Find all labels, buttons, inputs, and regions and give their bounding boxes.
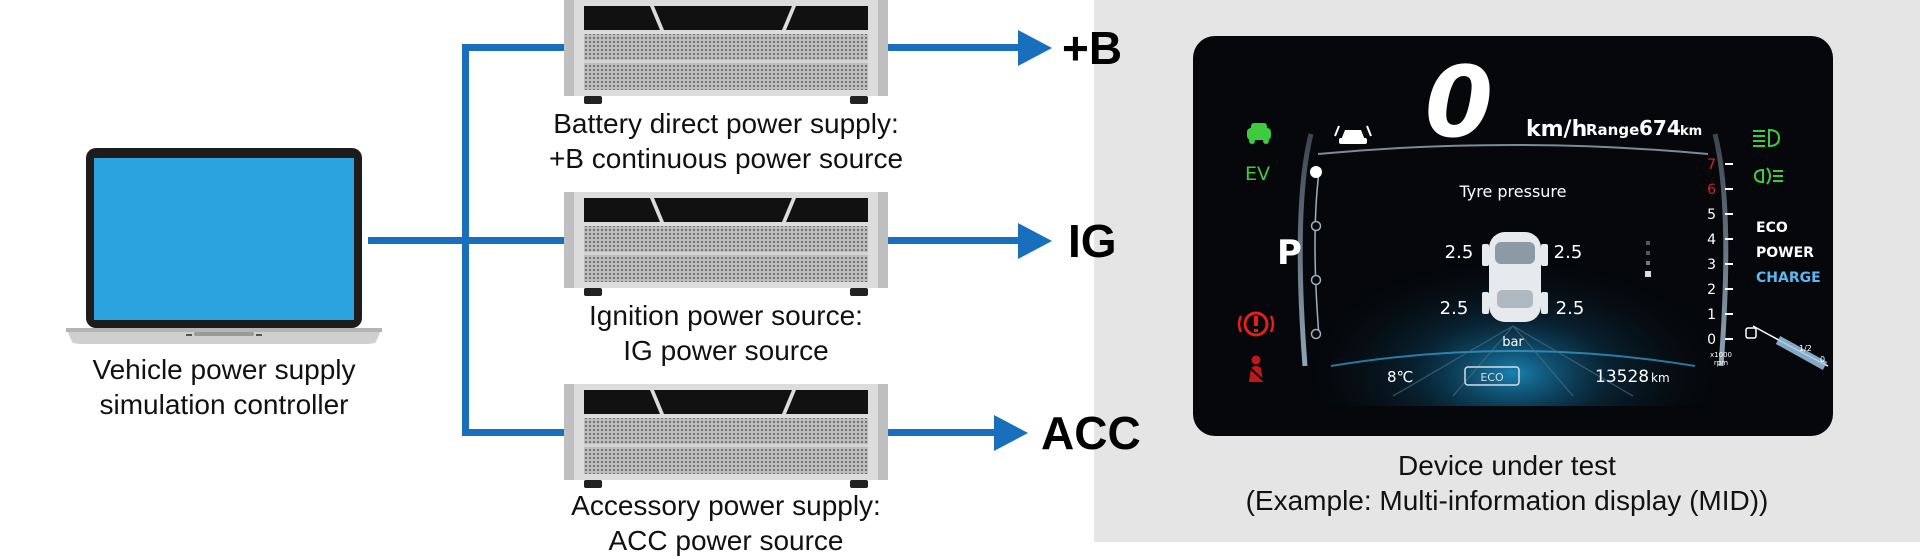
supply-label-acc-line1: Accessory power supply: xyxy=(571,490,881,521)
laptop-icon xyxy=(64,146,384,346)
rpm-tick-0: 0 xyxy=(1707,332,1716,348)
supply-label-b: Battery direct power supply: +B continuo… xyxy=(511,106,941,176)
dut-label: Device under test (Example: Multi-inform… xyxy=(1094,448,1920,518)
supply-label-b-line2: +B continuous power source xyxy=(548,143,904,174)
wire-bus xyxy=(462,44,469,436)
tyre-rl-value: 2.5 xyxy=(1440,298,1469,319)
output-label-acc: ACC xyxy=(1041,407,1141,459)
seatbelt-icon xyxy=(1249,355,1264,382)
wire-branch-b xyxy=(462,44,564,51)
supply-label-ig: Ignition power source: IG power source xyxy=(511,298,941,368)
ev-indicator: EV xyxy=(1245,163,1270,185)
rpm-unit-line1: x1000 xyxy=(1710,351,1732,359)
car-top-view-icon xyxy=(1482,232,1548,322)
speed-unit: km/h xyxy=(1526,117,1587,142)
dut-label-line2: (Example: Multi-information display (MID… xyxy=(1245,485,1769,516)
dut-label-line1: Device under test xyxy=(1398,450,1616,481)
mode-charge: CHARGE xyxy=(1756,270,1821,286)
odometer-unit: km xyxy=(1651,371,1670,385)
controller-label-line1: Vehicle power supply xyxy=(92,354,356,385)
arrow-ig-icon xyxy=(1018,223,1052,259)
rpm-tick-5: 5 xyxy=(1707,207,1716,223)
eco-badge: ECO xyxy=(1480,371,1504,384)
controller-label: Vehicle power supply simulation controll… xyxy=(44,352,404,422)
mode-power: POWER xyxy=(1756,245,1814,261)
arrow-b-icon xyxy=(1018,30,1052,66)
power-supply-unit-ig xyxy=(564,192,888,296)
tyre-fr-value: 2.5 xyxy=(1554,242,1583,263)
fuel-half: 1/2 xyxy=(1799,344,1812,353)
wire-out-ig xyxy=(888,237,1022,244)
headlight-icon xyxy=(1753,128,1781,148)
eco-badge-box xyxy=(1464,366,1520,386)
controller-label-line2: simulation controller xyxy=(99,389,349,420)
supply-label-ig-line2: IG power source xyxy=(623,335,829,366)
supply-label-b-line1: Battery direct power supply: xyxy=(553,108,899,139)
laptop-screen xyxy=(94,158,354,320)
wire-out-acc xyxy=(888,429,998,436)
arrow-acc-icon xyxy=(994,415,1028,451)
wire-out-b xyxy=(888,44,1022,51)
instrument-cluster: 0 km/h Range 674 km EV P Tyre pressure 2… xyxy=(1193,36,1833,436)
rpm-tick-6: 6 xyxy=(1707,182,1716,198)
supply-label-acc-line2: ACC power source xyxy=(608,525,844,556)
fog-light-icon xyxy=(1753,167,1783,185)
fuel-gauge-icon xyxy=(1745,325,1829,370)
rpm-tick-7: 7 xyxy=(1707,157,1716,173)
wire-branch-acc xyxy=(462,429,564,436)
speed-value: 0 xyxy=(1425,46,1493,160)
range-unit: km xyxy=(1680,124,1702,139)
output-label-b: +B xyxy=(1062,22,1123,74)
odometer-value: 13528 xyxy=(1595,367,1649,387)
tyre-unit: bar xyxy=(1502,335,1524,350)
rpm-unit-line2: rpm xyxy=(1714,359,1728,367)
tyre-rr-value: 2.5 xyxy=(1556,298,1585,319)
gear-marker-active xyxy=(1310,166,1322,178)
car-distance-icon xyxy=(1334,125,1372,144)
tyre-pressure-title: Tyre pressure xyxy=(1458,182,1566,201)
output-label-ig: IG xyxy=(1068,215,1117,267)
tyre-fl-value: 2.5 xyxy=(1445,242,1474,263)
fuel-zero: 0 xyxy=(1820,355,1825,364)
power-supply-unit-b xyxy=(564,0,888,104)
gear-indicator: P xyxy=(1277,233,1302,273)
range-value: 674 xyxy=(1639,116,1681,140)
brake-warning-icon xyxy=(1237,311,1275,337)
range-label: Range xyxy=(1586,121,1639,139)
rpm-tick-1: 1 xyxy=(1707,307,1716,323)
rpm-tick-3: 3 xyxy=(1707,257,1716,273)
rpm-tick-2: 2 xyxy=(1707,282,1716,298)
power-supply-unit-acc xyxy=(564,384,888,488)
supply-label-ig-line1: Ignition power source: xyxy=(589,300,863,331)
ev-car-icon xyxy=(1247,123,1271,144)
mode-eco: ECO xyxy=(1756,220,1788,236)
temperature: 8℃ xyxy=(1387,368,1413,386)
supply-label-acc: Accessory power supply: ACC power source xyxy=(511,488,941,558)
rpm-tick-4: 4 xyxy=(1707,232,1716,248)
